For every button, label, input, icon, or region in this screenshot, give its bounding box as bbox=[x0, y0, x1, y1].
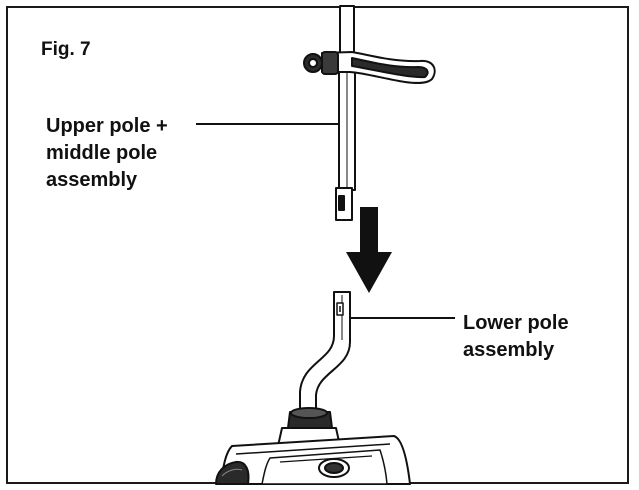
base-unit bbox=[215, 407, 411, 485]
upper-pole-label-line-2: middle pole bbox=[46, 142, 158, 164]
upper-pole-assembly bbox=[335, 5, 356, 221]
lower-pole-label: Lower pole assembly bbox=[463, 310, 623, 364]
upper-pole-top bbox=[339, 5, 355, 57]
lower-pole-label-line-2: assembly bbox=[463, 339, 555, 361]
figure-title: Fig. 7 bbox=[41, 39, 91, 60]
upper-pole-label-line-3: assembly bbox=[46, 169, 138, 191]
base-side-knob bbox=[215, 460, 250, 485]
pole-clamp-handle bbox=[303, 51, 436, 84]
connector-slot bbox=[338, 195, 345, 211]
lower-pole-label-line-1: Lower pole bbox=[463, 312, 569, 334]
lower-pole-assembly bbox=[299, 291, 351, 413]
upper-pole-label-line-1: Upper pole + bbox=[46, 115, 168, 137]
insert-arrow bbox=[346, 207, 392, 293]
upper-pole-label: Upper pole + middle pole assembly bbox=[46, 113, 206, 194]
